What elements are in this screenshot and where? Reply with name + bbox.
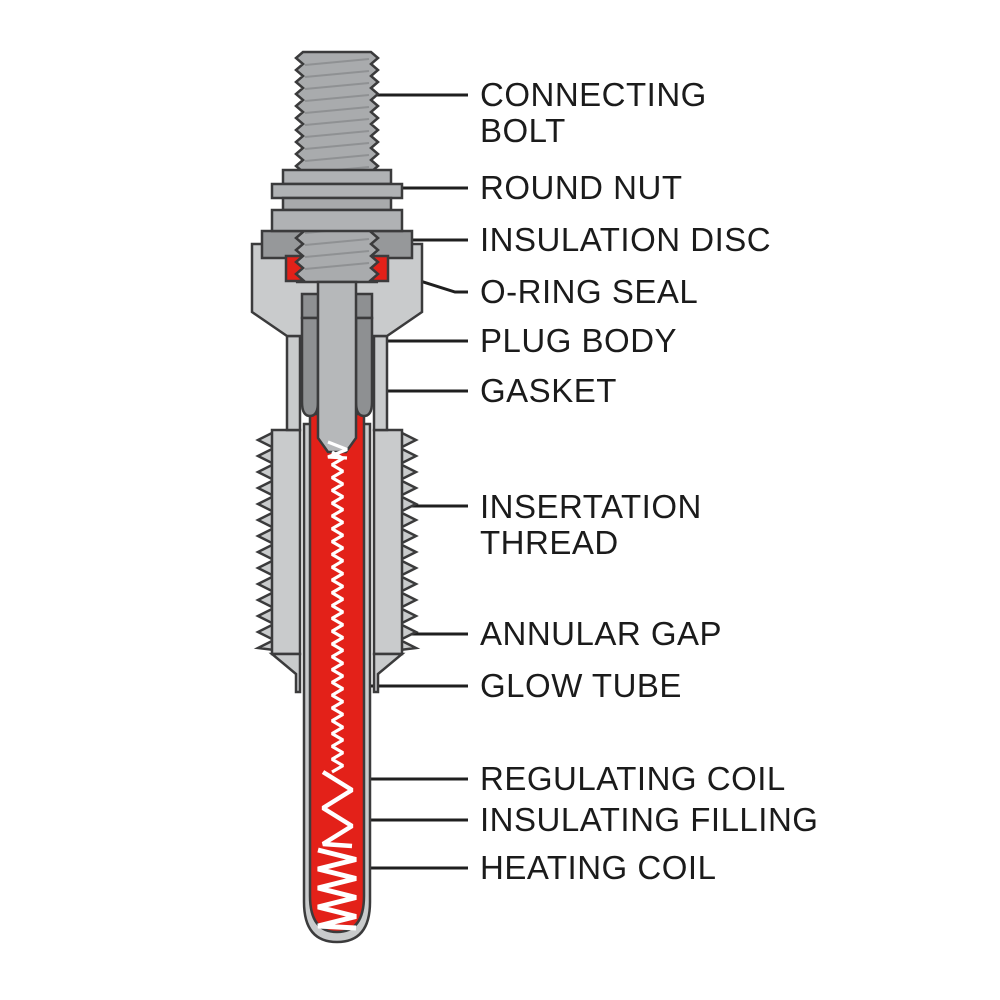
center-electrode-stem — [316, 280, 358, 454]
coils — [317, 440, 357, 931]
label-heating-coil: HEATING COIL — [480, 849, 717, 886]
connecting-bolt-part — [294, 50, 380, 284]
insertation-thread-part — [253, 428, 421, 656]
label-o-ring-seal: O-RING SEAL — [480, 273, 699, 310]
heating-coil-part — [317, 847, 357, 931]
label-gasket: GASKET — [480, 372, 617, 409]
round-nut-part — [270, 168, 404, 233]
label-round-nut: ROUND NUT — [480, 169, 683, 206]
label-insertation-thread: INSERTATION THREAD — [480, 488, 702, 561]
label-plug-body: PLUG BODY — [480, 322, 678, 359]
coil-connector — [327, 440, 348, 460]
label-glow-tube: GLOW TUBE — [480, 667, 682, 704]
plug-body-mid — [285, 334, 389, 432]
regulating-coil-part — [321, 770, 354, 849]
label-annular-gap: ANNULAR GAP — [480, 615, 723, 652]
label-insulating-filling: INSULATING FILLING — [480, 801, 819, 838]
regulating-coil-spring — [331, 450, 344, 774]
label-insulation-disc: INSULATION DISC — [480, 221, 772, 258]
label-regulating-coil: REGULATING COIL — [480, 760, 786, 797]
plug-body-collar — [268, 652, 406, 694]
label-connecting-bolt: CONNECTING BOLT — [480, 76, 707, 149]
